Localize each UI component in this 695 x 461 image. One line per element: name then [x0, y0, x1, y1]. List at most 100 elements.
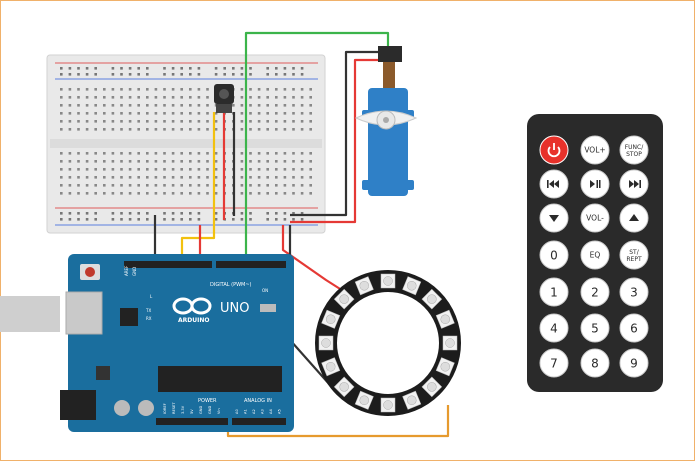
triangle-up-icon	[629, 214, 639, 221]
breadboard-hole	[154, 192, 158, 195]
remote-button-down[interactable]	[539, 203, 569, 233]
breadboard-hole	[154, 104, 158, 107]
power-jack	[60, 390, 96, 420]
remote-button-1[interactable]: 1	[539, 277, 569, 307]
breadboard-hole	[60, 184, 63, 187]
breadboard-hole	[206, 104, 209, 107]
breadboard-hole	[128, 176, 132, 179]
remote-button-0[interactable]: 0	[539, 240, 569, 270]
remote-button-func-stop[interactable]: FUNC/STOP	[619, 135, 649, 165]
breadboard-hole	[137, 176, 140, 179]
breadboard-hole	[214, 168, 218, 171]
breadboard-hole	[189, 184, 192, 187]
remote-button-8[interactable]: 8	[580, 348, 610, 378]
remote-button-eq[interactable]: EQ	[580, 240, 610, 270]
breadboard-hole	[257, 160, 261, 163]
breadboard-hole	[266, 184, 269, 187]
analog-pin-label: A4	[269, 409, 273, 414]
breadboard-hole	[292, 128, 295, 131]
wire-green-servo-signal	[244, 31, 390, 268]
breadboard-hole	[60, 128, 63, 131]
breadboard-hole	[275, 120, 278, 123]
breadboard-hole	[240, 218, 244, 221]
breadboard-hole	[180, 88, 183, 91]
arduino-brand-text: ARDUINO	[178, 317, 209, 324]
breadboard-hole	[275, 112, 278, 115]
breadboard-hole	[214, 152, 218, 155]
digital-header-right	[216, 261, 286, 268]
breadboard-hole	[257, 120, 261, 123]
breadboard-hole	[137, 218, 140, 221]
breadboard-hole	[197, 96, 201, 99]
breadboard-hole	[111, 67, 115, 70]
breadboard-hole	[146, 152, 149, 155]
breadboard-hole	[300, 160, 304, 163]
breadboard-hole	[257, 192, 261, 195]
breadboard-hole	[197, 104, 201, 107]
breadboard-hole	[120, 184, 123, 187]
breadboard-hole	[85, 192, 89, 195]
remote-button-label: VOL-	[586, 214, 604, 223]
breadboard-hole	[232, 73, 235, 76]
breadboard-hole	[292, 112, 295, 115]
breadboard-hole	[180, 128, 183, 131]
breadboard-hole	[197, 160, 201, 163]
remote-button-9[interactable]: 9	[619, 348, 649, 378]
remote-button-label: VOL+	[584, 146, 605, 155]
breadboard-hole	[249, 160, 252, 163]
neopixel-led	[421, 376, 443, 398]
remote-button-2[interactable]: 2	[580, 277, 610, 307]
remote-button-up[interactable]	[619, 203, 649, 233]
remote-button-st-rept[interactable]: ST/REPT	[619, 240, 649, 270]
neopixel-led	[402, 390, 422, 410]
remote-button-next[interactable]	[619, 169, 649, 199]
remote-button-7[interactable]: 7	[539, 348, 569, 378]
breadboard-hole	[300, 184, 304, 187]
breadboard-hole	[120, 112, 123, 115]
neopixel-led	[354, 390, 374, 410]
breadboard-hole	[111, 218, 115, 221]
breadboard-hole	[300, 112, 304, 115]
breadboard-hole	[180, 218, 183, 221]
remote-button-5[interactable]: 5	[580, 313, 610, 343]
neopixel-led	[380, 273, 396, 289]
remote-button-prev[interactable]	[539, 169, 569, 199]
remote-button-vol-down[interactable]: VOL-	[580, 203, 610, 233]
remote-button-4[interactable]: 4	[539, 313, 569, 343]
breadboard-hole	[120, 128, 123, 131]
breadboard-hole	[300, 168, 304, 171]
remote-button-power[interactable]	[539, 135, 569, 165]
breadboard-hole	[171, 120, 175, 123]
breadboard-hole	[60, 176, 63, 179]
breadboard-hole	[60, 88, 63, 91]
led-rx-label: RX	[146, 316, 152, 321]
remote-button-3[interactable]: 3	[619, 277, 649, 307]
skip-back-icon	[547, 180, 559, 188]
breadboard-hole	[275, 152, 278, 155]
breadboard-hole	[206, 176, 209, 179]
breadboard-hole	[189, 96, 192, 99]
breadboard-hole	[206, 192, 209, 195]
breadboard-hole	[189, 160, 192, 163]
servo-cable	[383, 62, 395, 88]
breadboard-hole	[300, 218, 304, 221]
breadboard-hole	[275, 176, 278, 179]
breadboard-hole	[163, 192, 166, 195]
breadboard-hole	[146, 184, 149, 187]
breadboard-hole	[257, 96, 261, 99]
breadboard-hole	[283, 184, 287, 187]
breadboard-hole	[240, 212, 244, 215]
breadboard-hole	[146, 168, 149, 171]
breadboard-hole	[103, 88, 106, 91]
breadboard-hole	[309, 192, 312, 195]
breadboard-hole	[275, 218, 278, 221]
remote-button-6[interactable]: 6	[619, 313, 649, 343]
breadboard-hole	[94, 218, 97, 221]
atmega-chip	[158, 366, 282, 392]
wire-red-servo-power	[290, 58, 385, 224]
breadboard-hole	[146, 176, 149, 179]
remote-button-play-pause[interactable]	[580, 169, 610, 199]
breadboard-hole	[68, 73, 72, 76]
remote-button-vol-up[interactable]: VOL+	[580, 135, 610, 165]
breadboard-hole	[163, 184, 166, 187]
